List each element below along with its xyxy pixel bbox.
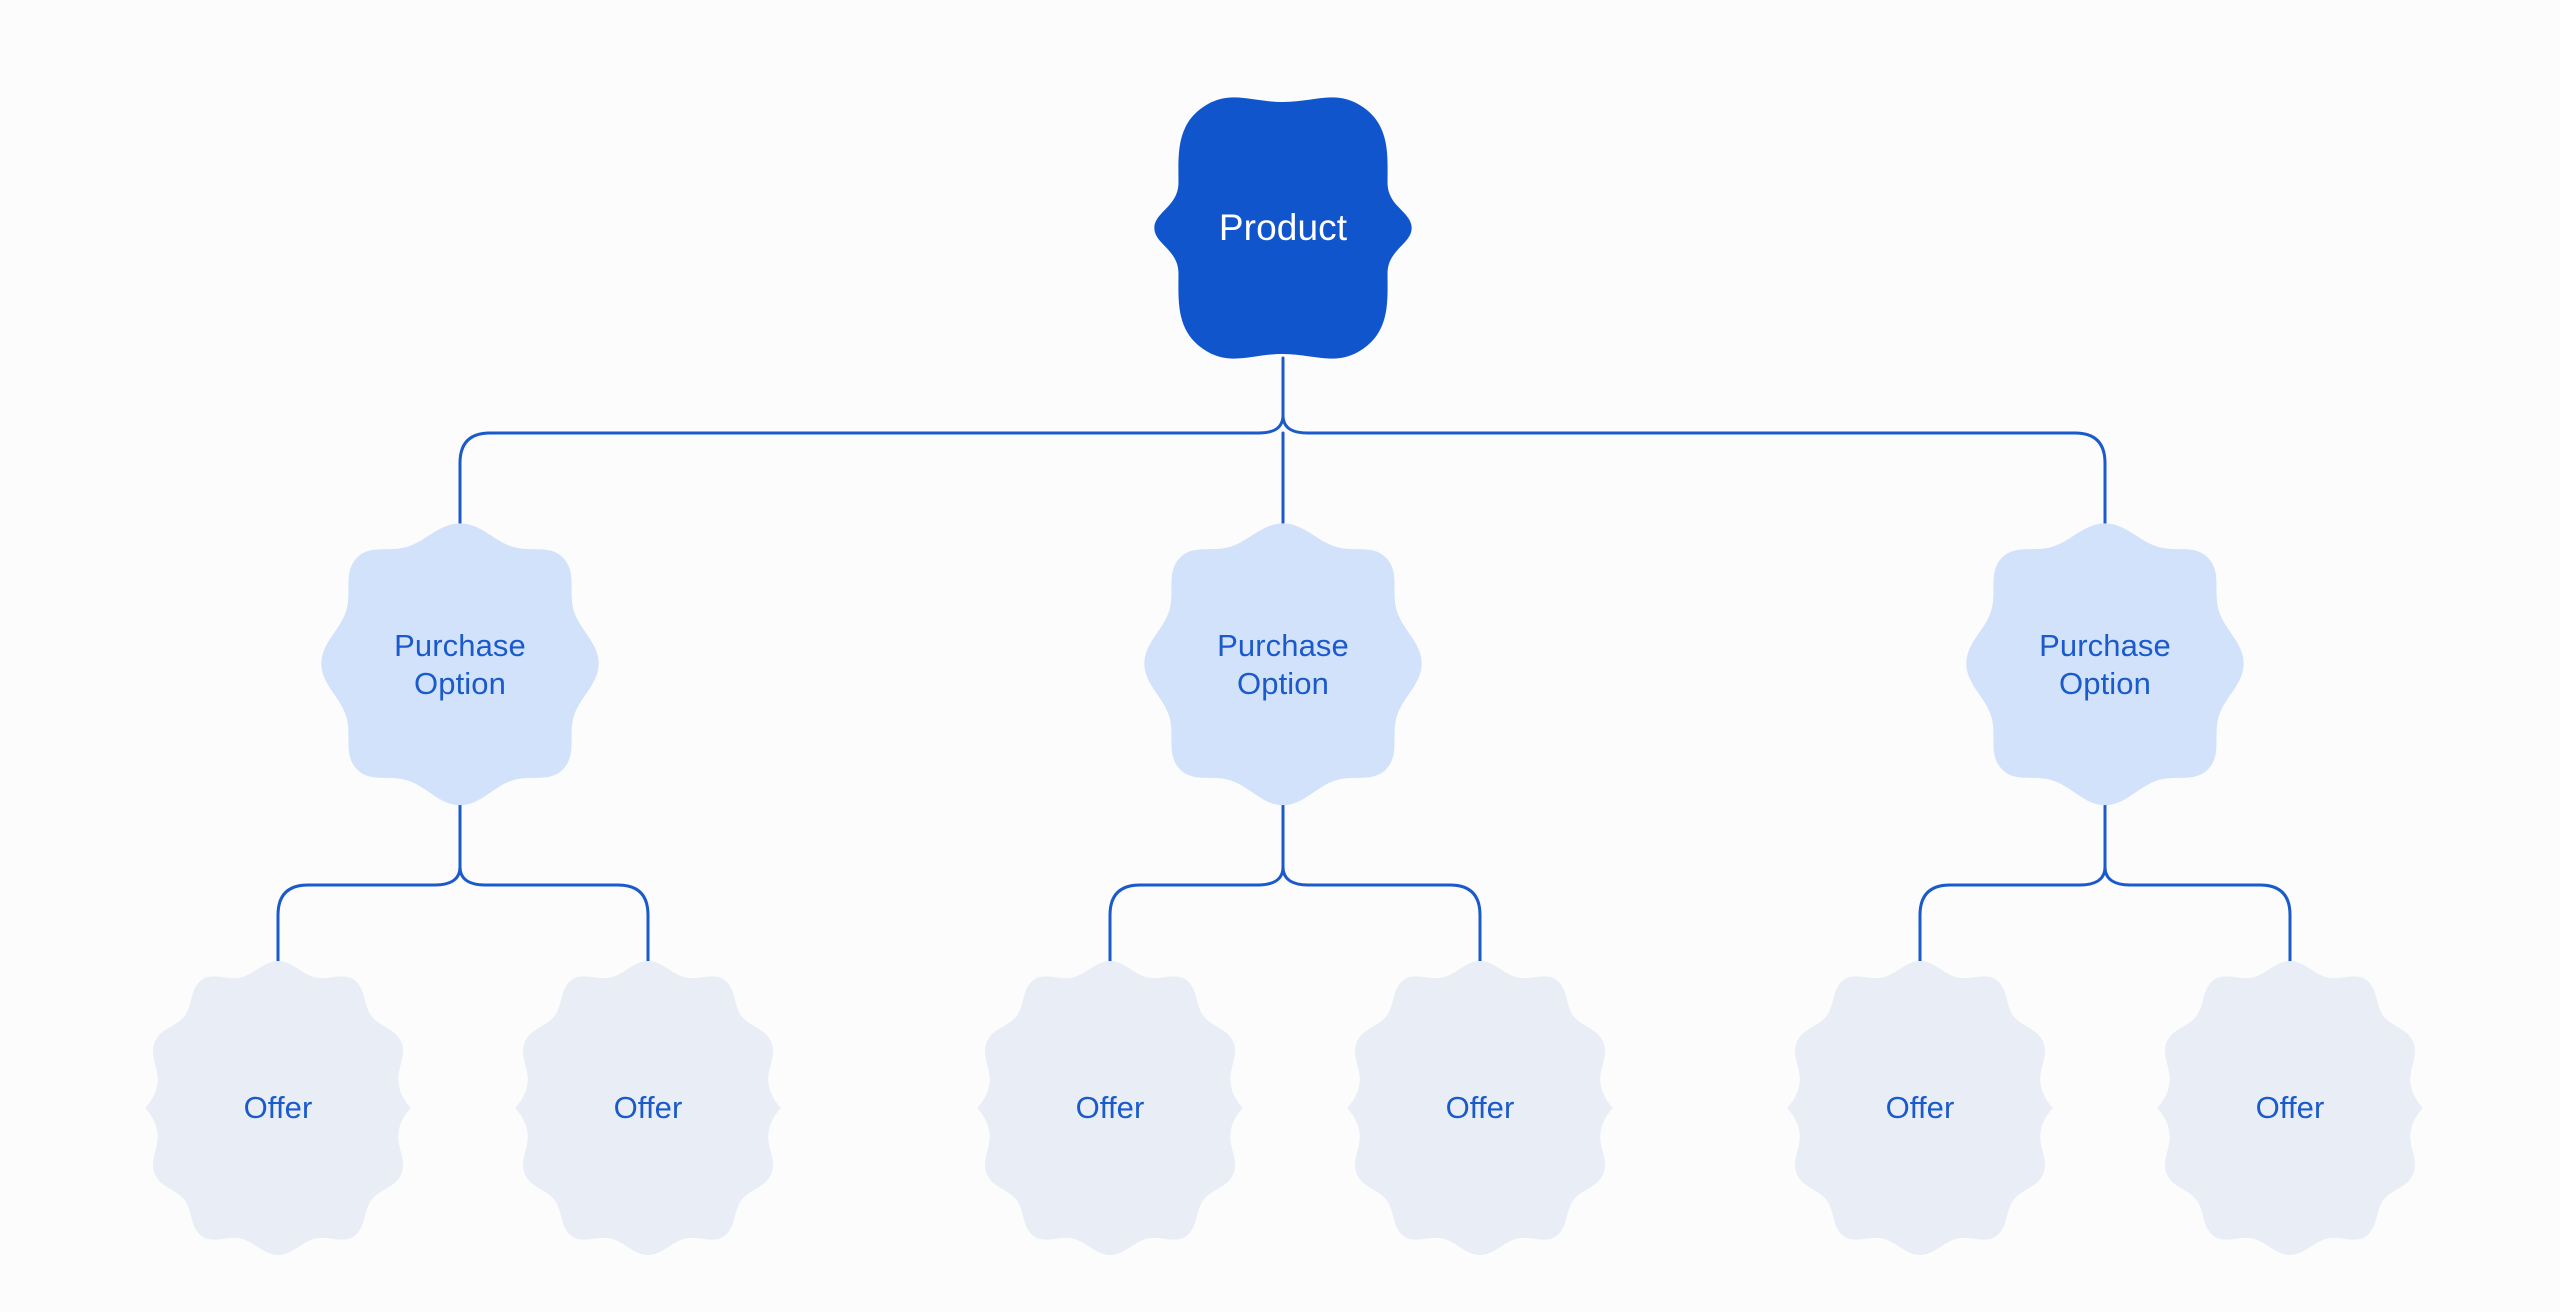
edge-po1-to-offer-a — [276, 883, 437, 964]
node-purchase-option-1-label: Purchase Option — [394, 628, 526, 701]
node-purchase-option-1[interactable]: Purchase Option — [314, 519, 606, 811]
blob-8-shape — [1144, 523, 1422, 806]
node-product-label: Product — [1218, 207, 1348, 249]
blob-8-shape — [321, 523, 599, 806]
edge-junction-fillet-left — [1256, 413, 1285, 435]
edge-po3-fillet-left — [2078, 865, 2107, 887]
edge-po3-to-offer-b — [2128, 883, 2292, 964]
node-offer-1-b-label: Offer — [613, 1090, 683, 1126]
node-offer-2-a-label: Offer — [1075, 1090, 1145, 1126]
edge-bus-level1-right — [1306, 431, 2107, 532]
node-offer-2-b-label: Offer — [1445, 1090, 1515, 1126]
edge-po1-fillet-right — [458, 865, 487, 887]
node-purchase-option-3-label: Purchase Option — [2039, 628, 2171, 701]
node-offer-3-b-label: Offer — [2255, 1090, 2325, 1126]
blob-12-shape — [515, 961, 781, 1255]
node-offer-1-a-label: Offer — [243, 1090, 313, 1126]
blob-12-shape — [977, 961, 1243, 1255]
node-offer-3-a[interactable]: Offer — [1780, 958, 2060, 1258]
edge-junction-fillet-right — [1281, 413, 1310, 435]
edge-po3-to-offer-a — [1918, 883, 2082, 964]
node-purchase-option-3[interactable]: Purchase Option — [1959, 519, 2251, 811]
node-offer-1-a[interactable]: Offer — [138, 958, 418, 1258]
blob-8-shape — [1966, 523, 2244, 806]
node-purchase-option-2[interactable]: Purchase Option — [1137, 519, 1429, 811]
node-offer-1-b[interactable]: Offer — [508, 958, 788, 1258]
node-offer-2-b[interactable]: Offer — [1340, 958, 1620, 1258]
node-purchase-option-2-label: Purchase Option — [1217, 628, 1349, 701]
edge-bus-level1-left — [458, 431, 1260, 532]
blob-12-shape — [1347, 961, 1613, 1255]
edge-po2-fillet-right — [1281, 865, 1310, 887]
edge-po1-fillet-left — [433, 865, 462, 887]
node-product[interactable]: Product — [1149, 94, 1417, 362]
blob-12-shape — [145, 961, 411, 1255]
edge-po2-to-offer-a — [1108, 883, 1260, 964]
edge-po2-fillet-left — [1256, 865, 1285, 887]
blob-12-shape — [2157, 961, 2423, 1255]
node-offer-3-b[interactable]: Offer — [2150, 958, 2430, 1258]
edge-po2-to-offer-b — [1306, 883, 1482, 964]
node-offer-3-a-label: Offer — [1885, 1090, 1955, 1126]
blob-4-shape — [1154, 97, 1412, 359]
node-offer-2-a[interactable]: Offer — [970, 958, 1250, 1258]
edge-po1-to-offer-b — [483, 883, 650, 964]
blob-12-shape — [1787, 961, 2053, 1255]
edge-po3-fillet-right — [2103, 865, 2132, 887]
